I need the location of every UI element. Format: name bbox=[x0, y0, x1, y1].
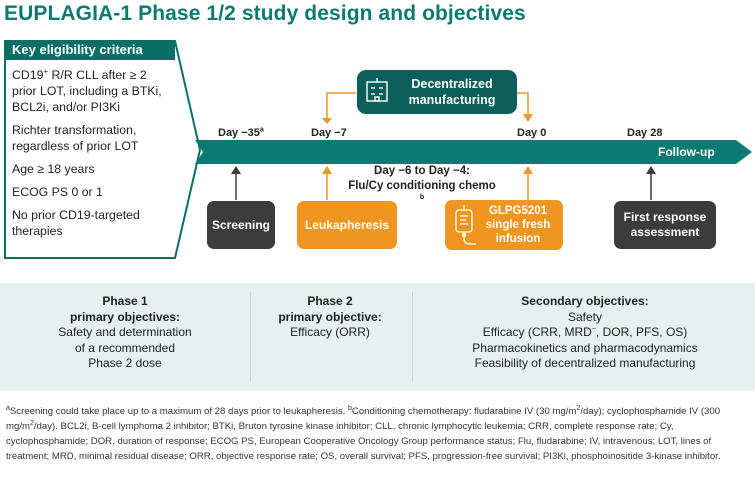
day-minus7-label: Day −7 bbox=[311, 127, 347, 139]
screening-connector bbox=[231, 166, 241, 200]
phase1-objectives: Phase 1 primary objectives: Safety and d… bbox=[58, 294, 192, 370]
eligibility-item-richter: Richter transformation, regardless of pr… bbox=[12, 123, 139, 153]
eligibility-item-cll: CD19+ R/R CLL after ≥ 2 prior LOT, inclu… bbox=[12, 66, 162, 114]
secondary-objectives: Secondary objectives: Safety Efficacy (C… bbox=[472, 294, 698, 370]
infusion-box bbox=[445, 200, 563, 250]
timeline-graphic bbox=[4, 40, 752, 259]
leukapheresis-connector bbox=[322, 166, 332, 200]
eligibility-list: CD19+ R/R CLL after ≥ 2 prior LOT, inclu… bbox=[12, 67, 187, 246]
eligibility-item-ecog: ECOG PS 0 or 1 bbox=[12, 185, 103, 199]
manufacturing-flow-arrows bbox=[322, 92, 533, 124]
infusion-label: GLPG5201 single fresh infusion bbox=[485, 205, 551, 245]
page-title: EUPLAGIA-1 Phase 1/2 study design and ob… bbox=[4, 2, 526, 25]
eligibility-item-age: Age ≥ 18 years bbox=[12, 162, 95, 176]
factory-icon bbox=[366, 78, 388, 102]
eligibility-item-no-prior-cd19: No prior CD19-targeted therapies bbox=[12, 208, 140, 238]
objectives-divider-2 bbox=[412, 292, 413, 382]
day-minus35-label: Day −35a bbox=[218, 126, 264, 139]
day-28-label: Day 28 bbox=[627, 127, 663, 139]
day-0-label: Day 0 bbox=[517, 127, 547, 139]
conditioning-text: Day −6 to Day −4: Flu/Cy conditioning ch… bbox=[348, 165, 496, 202]
infusion-connector bbox=[523, 166, 533, 200]
timeline-arrow bbox=[195, 140, 752, 164]
eligibility-header: Key eligibility criteria bbox=[4, 40, 175, 60]
decentralized-manufacturing-box bbox=[357, 70, 517, 114]
iv-bag-icon bbox=[455, 205, 476, 245]
objectives-panel bbox=[0, 283, 755, 391]
decentralized-manufacturing-label: Decentralized manufacturing bbox=[408, 77, 496, 107]
phase2-objectives: Phase 2 primary objective: Efficacy (ORR… bbox=[278, 294, 382, 339]
screening-box: Screening bbox=[207, 201, 275, 249]
objectives-divider-1 bbox=[250, 292, 251, 382]
footnote: aScreening could take place up to a maxi… bbox=[6, 404, 721, 462]
follow-up-label: Follow-up bbox=[658, 145, 715, 159]
leukapheresis-box: Leukapheresis bbox=[297, 201, 397, 249]
first-response-connector bbox=[646, 166, 656, 200]
